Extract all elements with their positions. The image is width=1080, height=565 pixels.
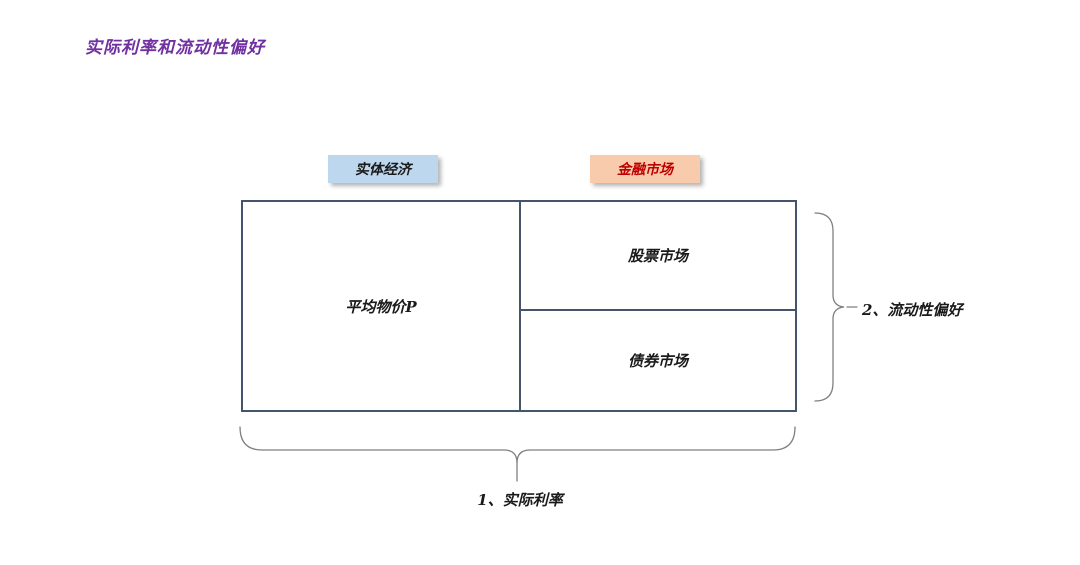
bottom-brace	[239, 426, 796, 464]
right-brace	[814, 212, 845, 402]
liquidity-preference-label: 2、流动性偏好	[862, 301, 963, 319]
header-financial-market: 金融市场	[590, 155, 700, 183]
page-title: 实际利率和流动性偏好	[85, 38, 265, 58]
header-real-economy: 实体经济	[328, 155, 438, 183]
matrix-vertical-divider	[519, 202, 521, 410]
cell-bond-market: 债券市场	[627, 352, 688, 370]
matrix-horizontal-divider	[521, 309, 795, 311]
cell-stock-market: 股票市场	[627, 247, 688, 265]
matrix-box: 平均物价P 股票市场 债券市场	[241, 200, 797, 412]
header-financial-market-label: 金融市场	[617, 162, 673, 178]
header-real-economy-label: 实体经济	[355, 162, 411, 178]
cell-average-price: 平均物价P	[345, 297, 417, 316]
real-interest-rate-label: 1、实际利率	[477, 491, 563, 509]
